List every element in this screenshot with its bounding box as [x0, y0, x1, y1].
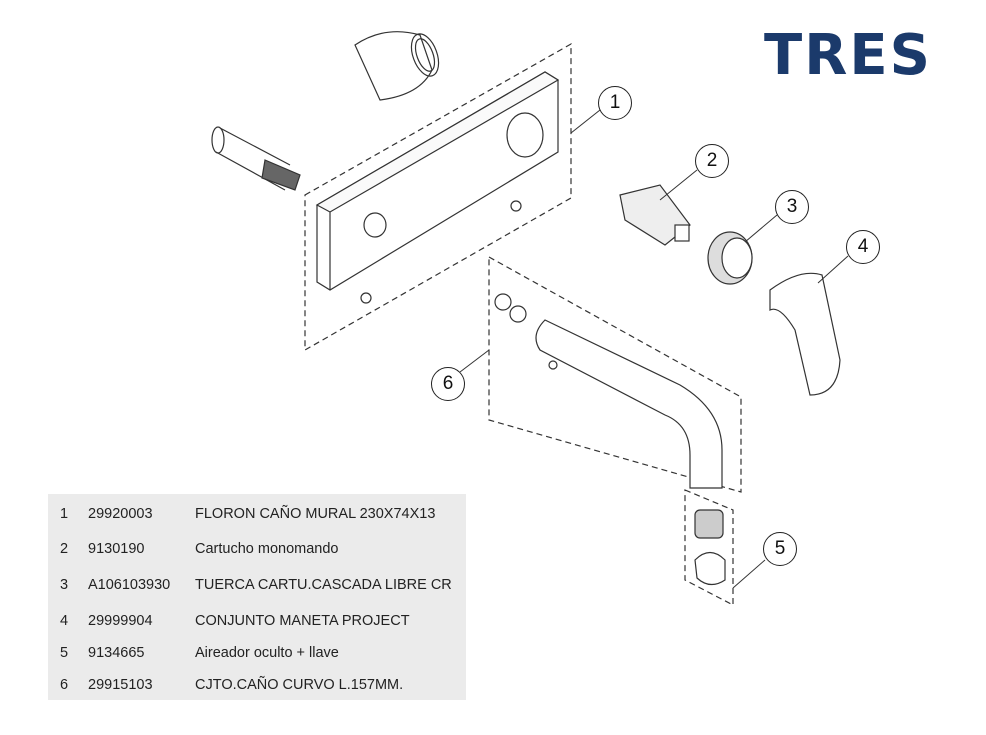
stem-part: [211, 126, 301, 191]
cartridge-part: [619, 184, 691, 246]
tres-logo: TRES: [764, 23, 932, 88]
part-number: 2: [60, 541, 69, 557]
callout-2: 2: [695, 144, 729, 178]
part-code: 29999904: [88, 613, 153, 629]
parts-list-table: 1 29920003 FLORON CAÑO MURAL 230X74X13 2…: [48, 494, 466, 700]
nut-part: [707, 231, 753, 285]
part-number: 5: [60, 645, 69, 661]
callout-3: 3: [775, 190, 809, 224]
part-description: Aireador oculto + llave: [195, 645, 339, 661]
part-description: Cartucho monomando: [195, 541, 339, 557]
part-description: CONJUNTO MANETA PROJECT: [195, 613, 410, 629]
part-number: 3: [60, 577, 69, 593]
callout-1: 1: [598, 86, 632, 120]
leader-lines: [459, 109, 849, 589]
part-6-dashed-outline: [488, 255, 742, 493]
part-code: 29915103: [88, 677, 153, 693]
callout-5: 5: [763, 532, 797, 566]
handle-part: [769, 272, 841, 396]
part-code: 29920003: [88, 506, 153, 522]
part-description: CJTO.CAÑO CURVO L.157MM.: [195, 677, 404, 693]
wall-plate-part: [315, 71, 560, 304]
part-number: 4: [60, 613, 69, 629]
aerator-part: [694, 509, 726, 586]
callout-6: 6: [431, 367, 465, 401]
part-number: 6: [60, 677, 69, 693]
part-code: 9134665: [88, 645, 145, 661]
part-description: FLORON CAÑO MURAL 230X74X13: [195, 506, 436, 522]
part-description: TUERCA CARTU.CASCADA LIBRE CR: [195, 577, 452, 593]
part-code: 9130190: [88, 541, 145, 557]
callout-4: 4: [846, 230, 880, 264]
spout-part: [494, 293, 723, 489]
part-code: A106103930: [88, 577, 171, 593]
sleeve-part: [354, 31, 440, 101]
part-number: 1: [60, 506, 69, 522]
part-1-dashed-outline: [304, 42, 572, 352]
part-5-dashed-outline: [684, 489, 734, 606]
